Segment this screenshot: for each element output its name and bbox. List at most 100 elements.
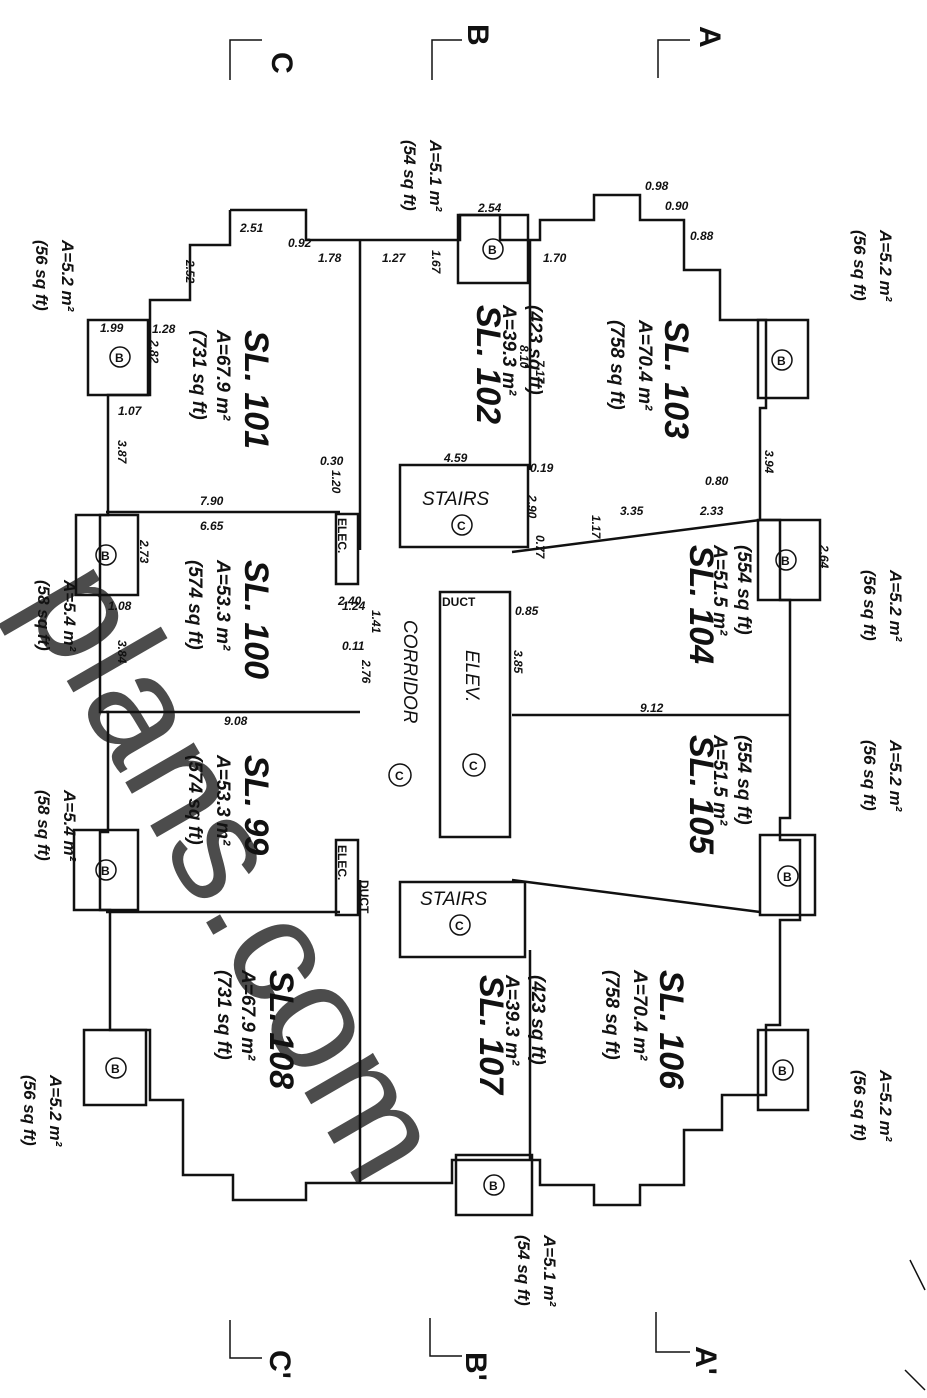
svg-text:A=70.4 m²: A=70.4 m²: [634, 319, 655, 411]
duct-lower-label: DUCT: [357, 880, 371, 914]
svg-text:A=5.2 m²: A=5.2 m²: [58, 239, 77, 313]
balcony-markers: B B B B B B B B B B: [95, 238, 799, 1196]
svg-text:(56 sq ft): (56 sq ft): [32, 240, 51, 311]
svg-text:SL. 106: SL. 106: [652, 970, 690, 1090]
svg-text:B: B: [781, 554, 790, 568]
unit-sl-101: SL. 101 A=67.9 m² (731 sq ft): [188, 329, 275, 449]
svg-text:SL. 103: SL. 103: [657, 320, 695, 439]
svg-text:B: B: [111, 1062, 120, 1076]
svg-text:9.08: 9.08: [224, 714, 248, 728]
duct-upper-label: DUCT: [442, 595, 476, 609]
svg-text:A=53.3 m²: A=53.3 m²: [212, 754, 233, 846]
svg-text:2.90: 2.90: [525, 494, 539, 519]
svg-text:B: B: [778, 1064, 787, 1078]
svg-text:2.52: 2.52: [183, 259, 197, 284]
svg-text:1.78: 1.78: [318, 251, 342, 265]
svg-text:1.67: 1.67: [429, 250, 443, 275]
svg-text:7.17: 7.17: [533, 360, 547, 385]
svg-text:SL. 108: SL. 108: [262, 970, 300, 1089]
svg-text:2.33: 2.33: [699, 504, 724, 518]
svg-text:B: B: [489, 1179, 498, 1193]
unit-sl-106: SL. 106 A=70.4 m² (758 sq ft): [601, 969, 690, 1090]
svg-text:7.90: 7.90: [200, 494, 224, 508]
svg-text:A=70.4 m²: A=70.4 m²: [629, 969, 650, 1061]
svg-text:A=5.2 m²: A=5.2 m²: [46, 1074, 65, 1148]
svg-text:1.07: 1.07: [118, 404, 143, 418]
svg-text:2.76: 2.76: [359, 659, 373, 684]
svg-text:(758 sq ft): (758 sq ft): [601, 970, 622, 1060]
svg-text:C: C: [395, 769, 404, 783]
svg-text:(54 sq ft): (54 sq ft): [514, 1235, 533, 1306]
svg-text:2.82: 2.82: [147, 339, 161, 364]
svg-text:3.35: 3.35: [620, 504, 644, 518]
svg-text:(554 sq ft): (554 sq ft): [733, 735, 754, 825]
unit-sl-103: SL. 103 A=70.4 m² (758 sq ft): [606, 319, 695, 439]
svg-text:6.65: 6.65: [200, 519, 224, 533]
svg-text:(574 sq ft): (574 sq ft): [184, 755, 205, 845]
svg-text:0.90: 0.90: [665, 199, 689, 213]
svg-text:A=5.2 m²: A=5.2 m²: [886, 569, 905, 643]
svg-text:(56 sq ft): (56 sq ft): [850, 230, 869, 301]
svg-text:A=5.1 m²: A=5.1 m²: [540, 1234, 559, 1308]
svg-text:SL. 100: SL. 100: [237, 560, 275, 679]
svg-text:2.51: 2.51: [239, 221, 264, 235]
svg-text:1.70: 1.70: [543, 251, 567, 265]
svg-text:0.19: 0.19: [530, 461, 554, 475]
svg-text:1.17: 1.17: [589, 515, 603, 540]
svg-text:0.92: 0.92: [288, 236, 312, 250]
svg-text:(54 sq ft): (54 sq ft): [400, 140, 419, 211]
outer-walls: [98, 193, 802, 1207]
corridor-label: CORRIDOR: [399, 620, 420, 724]
svg-text:(423 sq ft): (423 sq ft): [527, 975, 548, 1065]
svg-text:A=51.5 m²: A=51.5 m²: [709, 734, 730, 826]
svg-text:B: B: [783, 870, 792, 884]
unit-sl-102: SL. 102 A=39.3 m² (423 sq ft): [469, 304, 545, 424]
balcony-areas: A=5.2 m² (56 sq ft) A=5.1 m² (54 sq ft) A=…: [20, 139, 905, 1308]
svg-text:(731 sq ft): (731 sq ft): [213, 970, 234, 1060]
interior-walls: [106, 240, 790, 1183]
svg-text:2.64: 2.64: [817, 544, 831, 569]
section-a-prime: A': [689, 1346, 722, 1375]
svg-text:A=5.2 m²: A=5.2 m²: [876, 1069, 895, 1143]
elec-lower-label: ELEC.: [335, 845, 349, 880]
section-c-prime: C': [263, 1350, 296, 1379]
svg-text:8.10: 8.10: [517, 345, 531, 369]
svg-text:B: B: [101, 864, 110, 878]
svg-text:2.40: 2.40: [337, 594, 362, 608]
svg-text:(58 sq ft): (58 sq ft): [34, 580, 53, 651]
svg-text:1.27: 1.27: [382, 251, 407, 265]
svg-text:0.30: 0.30: [320, 454, 344, 468]
svg-text:3.87: 3.87: [115, 440, 129, 465]
svg-text:2.73: 2.73: [137, 539, 151, 564]
stairs-upper-label: STAIRS: [422, 489, 490, 510]
unit-sl-108: SL. 108 A=67.9 m² (731 sq ft): [213, 969, 300, 1089]
elec-upper-label: ELEC.: [335, 518, 349, 553]
svg-text:3.85: 3.85: [511, 650, 525, 674]
svg-text:3.84: 3.84: [115, 640, 129, 664]
svg-text:0.85: 0.85: [515, 604, 539, 618]
svg-text:B: B: [101, 549, 110, 563]
svg-text:(56 sq ft): (56 sq ft): [860, 740, 879, 811]
svg-text:A=5.4 m²: A=5.4 m²: [60, 789, 79, 863]
svg-text:0.80: 0.80: [705, 474, 729, 488]
section-b: B: [461, 24, 494, 46]
svg-text:A=5.1 m²: A=5.1 m²: [426, 139, 445, 213]
elevator-label: ELEV.: [461, 650, 482, 702]
svg-text:(423 sq ft): (423 sq ft): [524, 305, 545, 395]
svg-text:(56 sq ft): (56 sq ft): [850, 1070, 869, 1141]
svg-text:A=39.3 m²: A=39.3 m²: [501, 974, 522, 1066]
section-a: A: [693, 26, 726, 48]
unit-sl-104: SL. 104 A=51.5 m² (554 sq ft): [682, 544, 754, 664]
stairs-lower-label: STAIRS: [420, 889, 488, 910]
svg-text:0.11: 0.11: [342, 639, 365, 653]
svg-text:1.99: 1.99: [100, 321, 124, 335]
svg-text:SL. 105: SL. 105: [682, 735, 720, 855]
svg-text:A=5.4 m²: A=5.4 m²: [60, 579, 79, 653]
svg-text:SL. 104: SL. 104: [682, 545, 720, 664]
svg-text:A=53.3 m²: A=53.3 m²: [212, 559, 233, 651]
section-markers: C B A C' B' A': [229, 24, 926, 1391]
svg-text:(731 sq ft): (731 sq ft): [188, 330, 209, 420]
section-c: C: [265, 52, 298, 74]
svg-text:(56 sq ft): (56 sq ft): [860, 570, 879, 641]
